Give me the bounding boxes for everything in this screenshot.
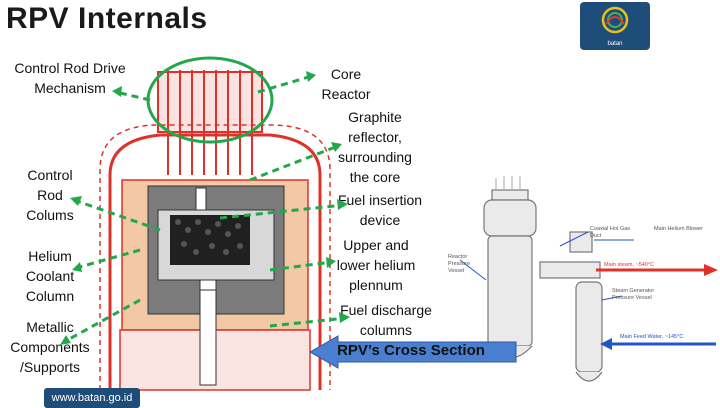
label-metallic-components: Metallic Components /Supports [10,319,90,375]
label-main-helium-blower: Main Helium Blower [654,226,703,232]
arrow-control-rod [73,198,161,232]
arrow-fuel-insertion [219,203,345,220]
arrow-metallic [63,298,141,344]
label-control-rod-drive-mechanism: Control Rod Drive Mechanism [14,60,126,96]
crdm-drawing [157,70,263,175]
label-graphite-reflector: Graphite reflector, surrounding the core [338,109,412,185]
label-core-reactor: Core Reactor [321,66,371,102]
arrow-core-reactor [257,74,313,94]
cross-section-arrow [308,335,517,369]
logo-caption: batan [607,41,623,47]
label-steam-generator: Steam Generator Pressure Vessel [612,288,655,301]
arrow-fuel-discharge [269,316,347,328]
label-helium-plenum: Upper and lower helium plennum [336,237,416,293]
label-control-rod-colums: Control Rod Colums [26,167,74,223]
label-helium-coolant-column: Helium Coolant Column [25,248,75,304]
batan-logo-icon [601,6,629,34]
footer-url[interactable]: www.batan.go.id [44,388,140,408]
label-reactor-pressure-vessel: Reactor Pressure Vessel [448,254,471,274]
label-main-feed-water: Main Feed Water, ~145°C [620,334,684,340]
label-fuel-insertion-device: Fuel insertion device [337,192,423,228]
label-coaxial-hot-gas-duct: Coaxial Hot Gas Duct [590,226,631,239]
page-title: RPV Internals [6,2,208,35]
arrow-crdm [115,90,151,102]
vessel-outline [108,133,322,390]
arrow-plenum [269,260,333,272]
pebble-bed [170,215,250,265]
arrow-graphite [249,144,339,182]
label-main-steam: Main steam, ~540°C [604,262,655,268]
section-caption: RPV’s Cross Section [337,342,485,359]
fuel-discharge-tube [199,289,217,386]
batan-logo: batan [580,2,650,50]
label-fuel-discharge-columns: Fuel discharge columns [340,302,432,338]
